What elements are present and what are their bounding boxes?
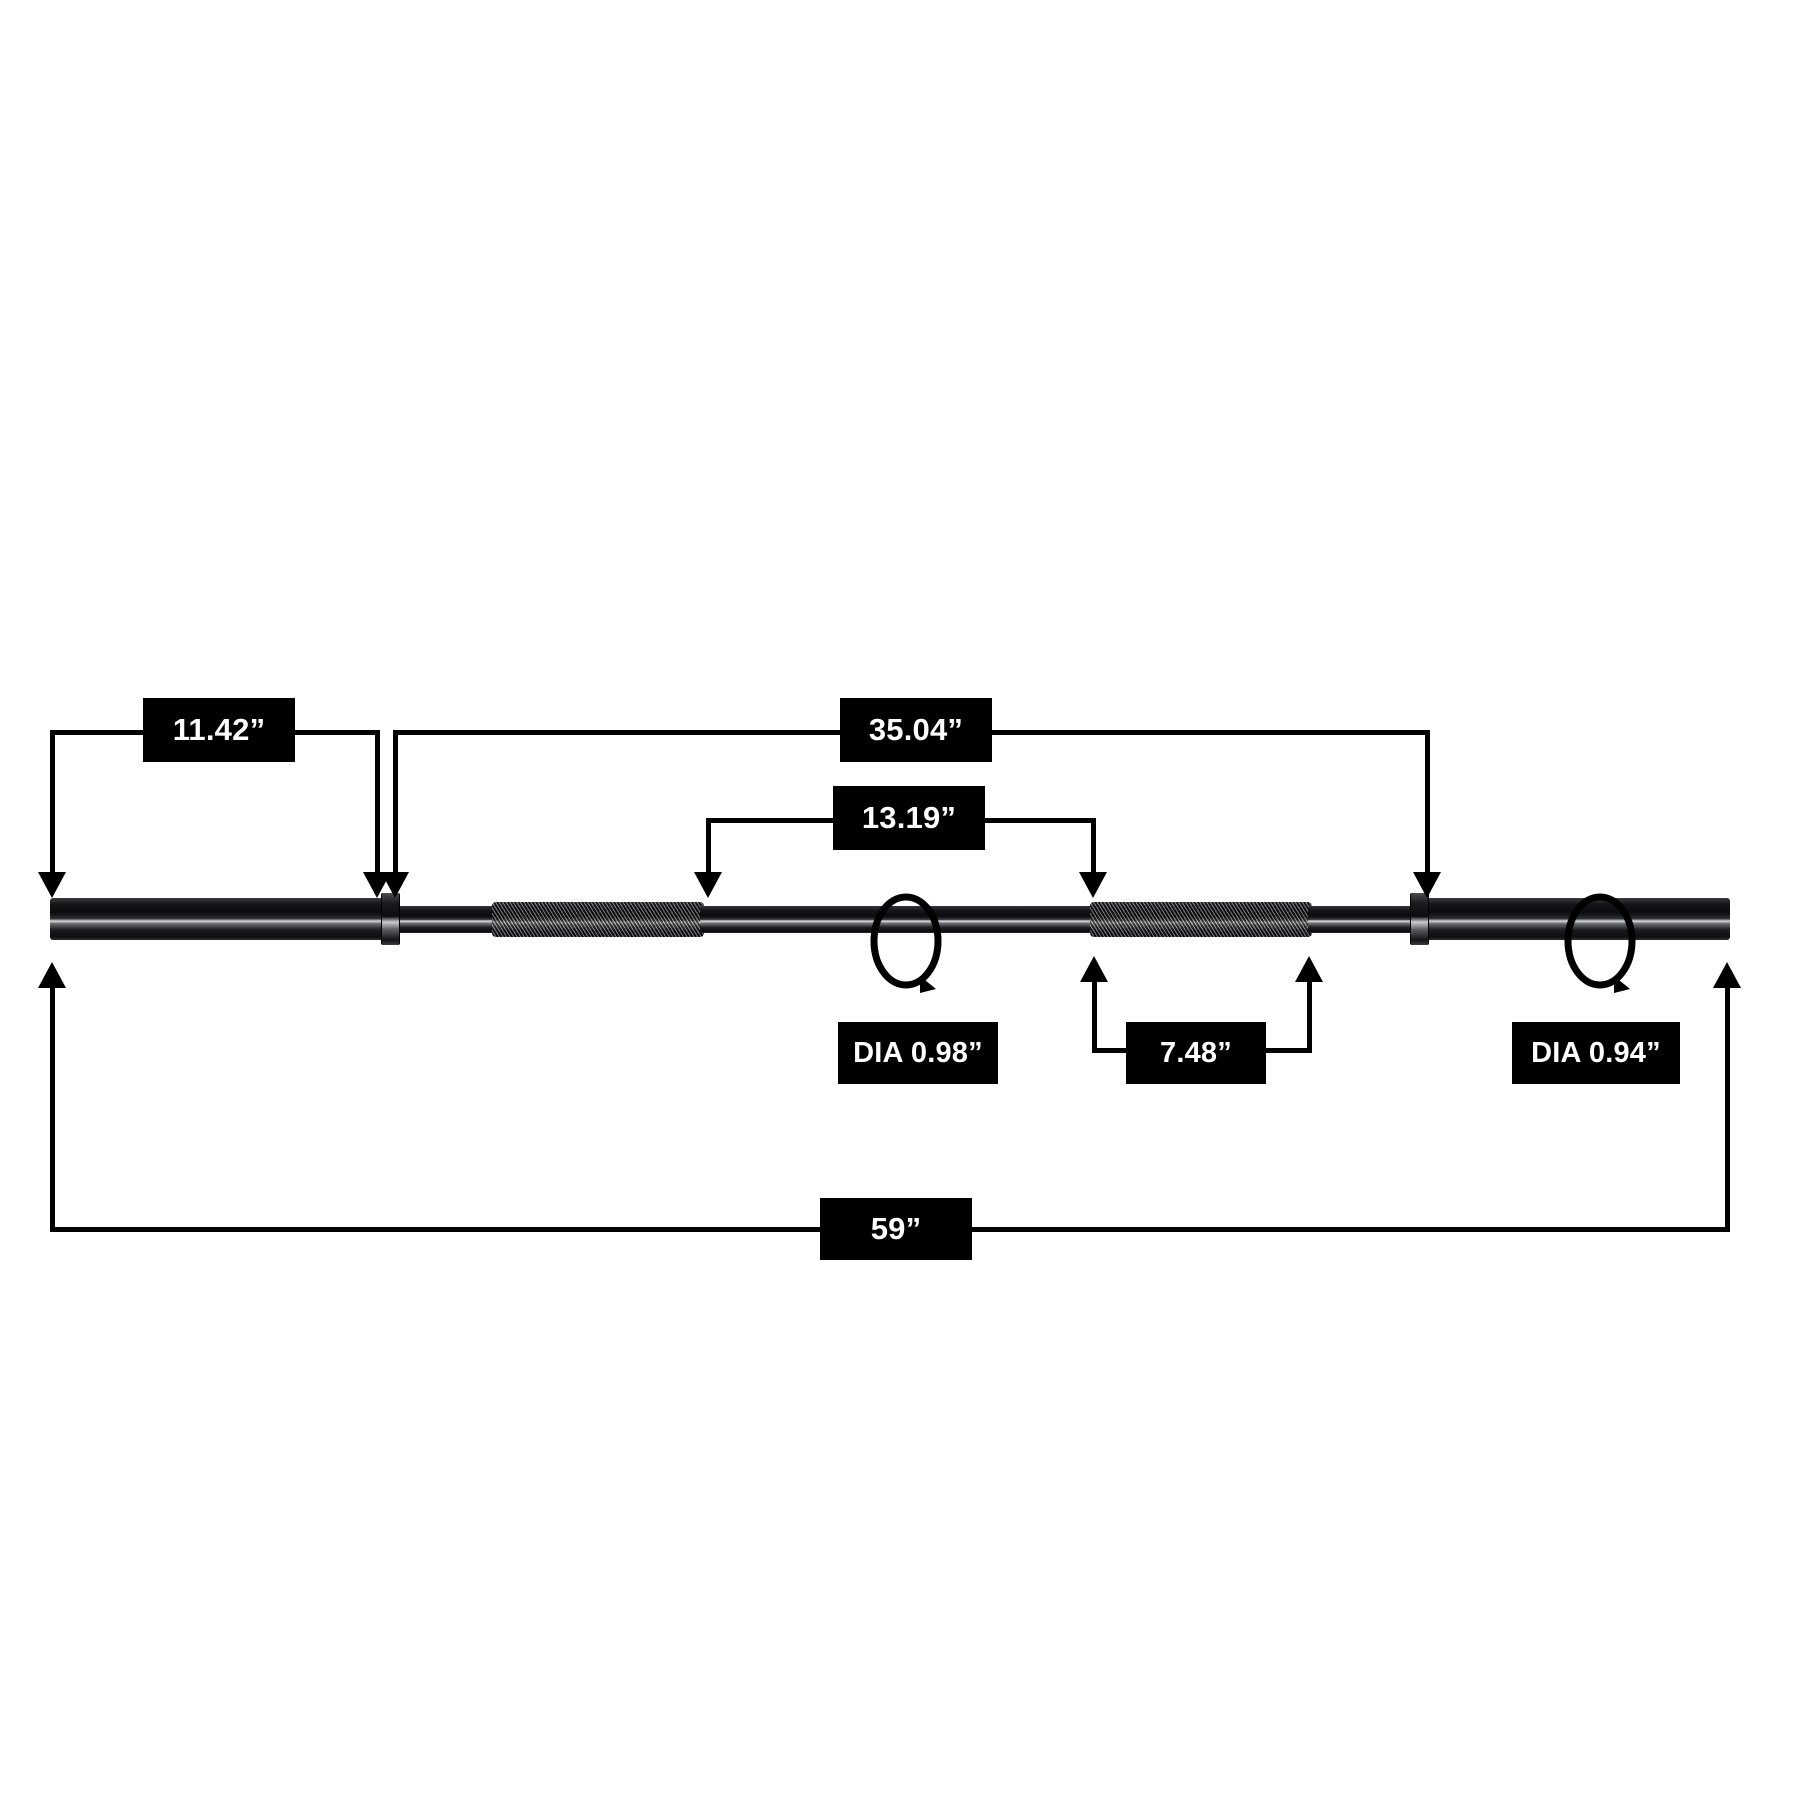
leader-748-left-vertical [1092, 980, 1097, 1053]
diameter-loop-icon-sleeve [1564, 893, 1636, 993]
arrow-up-icon-59-left [38, 962, 66, 988]
shaft-left-plain [396, 906, 496, 933]
right-knurl-grip [1090, 902, 1312, 937]
leader-748-right-vertical [1307, 980, 1312, 1053]
leader-1142-left-vertical [50, 730, 55, 880]
arrow-up-icon-59-right [1713, 962, 1741, 988]
leader-1319-left-vertical [706, 818, 711, 880]
arrow-up-icon-748-right [1295, 956, 1323, 982]
arrow-up-icon-748-left [1080, 956, 1108, 982]
diameter-loop-icon-shaft [870, 893, 942, 993]
label-sleeve-length: 11.42” [143, 698, 295, 762]
leader-59-left-vertical [50, 985, 55, 1232]
arrow-down-icon-1142-left [38, 872, 66, 898]
center-shaft [700, 906, 1094, 933]
leader-3504-left-vertical [393, 730, 398, 880]
right-collar [1410, 893, 1429, 945]
left-sleeve [50, 898, 390, 940]
label-sleeve-diameter: DIA 0.94” [1512, 1022, 1680, 1084]
label-knurl-length: 7.48” [1126, 1022, 1266, 1084]
arrow-down-icon-1319-left [694, 872, 722, 898]
leader-3504-right-vertical [1425, 730, 1430, 880]
left-collar [381, 893, 400, 945]
leader-59-right-vertical [1725, 985, 1730, 1232]
label-shaft-diameter: DIA 0.98” [838, 1022, 998, 1084]
label-grip-to-center: 13.19” [833, 786, 985, 850]
leader-1142-right-vertical [375, 730, 380, 880]
left-knurl-grip [492, 902, 704, 937]
shaft-right-plain [1308, 906, 1413, 933]
label-inside-collar-span: 35.04” [840, 698, 992, 762]
arrow-down-icon-3504-right [1413, 872, 1441, 898]
leader-1319-right-vertical [1091, 818, 1096, 880]
arrow-down-icon-3504-left [381, 872, 409, 898]
arrow-down-icon-1319-right [1079, 872, 1107, 898]
label-total-length: 59” [820, 1198, 972, 1260]
